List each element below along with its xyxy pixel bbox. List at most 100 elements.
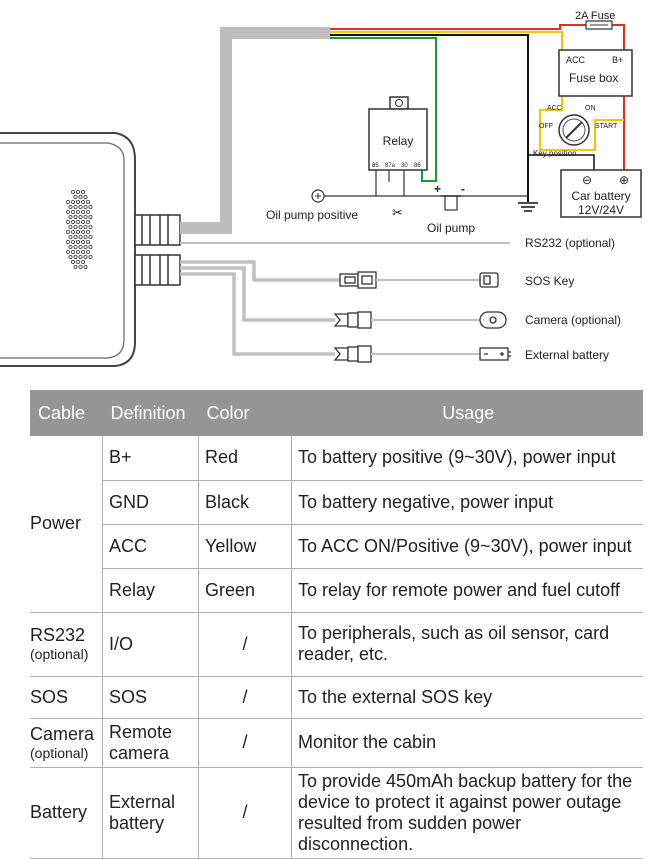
vent-hole — [75, 209, 81, 215]
red-wire-to-battery — [612, 24, 625, 170]
header-color: Color — [198, 390, 292, 436]
vent-hole — [68, 254, 73, 260]
vent-hole — [70, 209, 76, 215]
vent-hole — [73, 244, 78, 250]
table-row: ACC Yellow To ACC ON/Positive (9~30V), p… — [30, 524, 643, 569]
relay-pin-30: 30 — [401, 163, 408, 169]
vent-hole — [80, 219, 86, 225]
vent-hole — [70, 229, 76, 235]
ignition-start-label: START — [595, 123, 618, 130]
rs232-label: RS232 (optional) — [525, 236, 615, 250]
vent-hole — [83, 214, 88, 220]
key-position-label: Key position — [533, 149, 577, 158]
cable-rs232-label: RS232 — [30, 625, 86, 645]
sos-connector — [339, 271, 377, 289]
vent-hole — [88, 204, 93, 210]
vent-hole — [88, 214, 93, 220]
ignition-acc-label: ACC — [547, 105, 562, 112]
battery-plus: ⊕ — [619, 173, 629, 187]
usage-cell: To battery positive (9~30V), power input — [291, 436, 643, 481]
relay-pin-86: 86 — [414, 163, 421, 169]
camera-icon — [479, 311, 507, 329]
vent-hole — [75, 249, 81, 255]
vent-hole — [70, 239, 76, 245]
oil-pump-positive-label: Oil pump positive — [266, 208, 358, 222]
color-cell: / — [198, 767, 292, 859]
vent-hole — [83, 264, 88, 270]
vent-hole — [75, 189, 81, 195]
definition-cell: SOS — [102, 676, 199, 719]
vent-hole — [68, 234, 73, 240]
vent-hole — [80, 259, 86, 265]
vent-hole — [78, 254, 83, 260]
yellow-wire-lower — [539, 96, 624, 151]
vent-hole — [70, 189, 76, 195]
camera-wire — [180, 266, 335, 322]
vent-hole — [80, 209, 86, 215]
vent-hole — [73, 264, 78, 270]
yellow-wire — [330, 31, 563, 52]
sos-key-icon — [479, 272, 499, 288]
battery-minus: ⊖ — [582, 173, 592, 187]
green-wire — [330, 37, 437, 182]
wiring-diagram: 2A Fuse ACC B+ Fuse box ACC ON OFF START… — [0, 10, 642, 367]
oil-pump-plus: + — [434, 182, 441, 196]
color-cell: / — [198, 612, 292, 677]
relay: Relay 85 87a 30 86 — [368, 96, 428, 196]
vent-hole — [83, 204, 88, 210]
vent-hole — [78, 214, 83, 220]
fuse-label: 2A Fuse — [575, 10, 615, 22]
vent-hole — [80, 229, 86, 235]
definition-cell: Remote camera — [102, 718, 199, 768]
oil-pump-label: Oil pump — [427, 221, 475, 235]
vent-hole — [85, 219, 91, 225]
vent-hole — [88, 244, 93, 250]
vent-hole — [73, 204, 78, 210]
device-connector-lower — [134, 254, 181, 286]
vent-hole — [65, 219, 71, 225]
vent-hole — [78, 194, 83, 200]
table-row: RS232 (optional) I/O / To peripherals, s… — [30, 612, 643, 677]
cable-sos: SOS — [30, 676, 103, 719]
table-row: GND Black To battery negative, power inp… — [30, 480, 643, 525]
usage-cell: To provide 450mAh backup battery for the… — [291, 767, 643, 859]
vent-hole — [78, 224, 83, 230]
vent-hole — [78, 204, 83, 210]
vent-hole — [88, 234, 93, 240]
power-cable-bundle — [180, 27, 330, 234]
ground-symbol — [518, 202, 538, 212]
oil-pump: + - Oil pump — [427, 182, 475, 235]
oil-pump-positive-terminal — [311, 189, 325, 203]
ignition-on-label: ON — [585, 105, 596, 112]
vent-hole — [65, 249, 71, 255]
red-wire — [330, 24, 586, 30]
external-battery-label: External battery — [525, 348, 609, 362]
car-battery: ⊖ ⊕ Car battery 12V/24V — [560, 169, 642, 218]
vent-hole — [80, 239, 86, 245]
table-header-row: Cable Definition Color Usage — [30, 390, 643, 436]
vent-hole — [65, 209, 71, 215]
vent-hole — [70, 199, 76, 205]
battery-name: Car battery — [571, 189, 630, 203]
black-wire — [330, 34, 529, 202]
definition-cell: ACC — [102, 524, 199, 569]
table-row: SOS SOS / To the external SOS key — [30, 676, 643, 719]
ignition-switch: ACC ON OFF START Key position — [533, 105, 618, 158]
vent-hole — [75, 239, 81, 245]
table-row: Power B+ Red To battery positive (9~30V)… — [30, 436, 643, 613]
cable-rs232: RS232 (optional) — [30, 612, 103, 677]
relay-name: Relay — [383, 134, 414, 148]
cable-camera: Camera (optional) — [30, 718, 103, 768]
fusebox-name: Fuse box — [569, 71, 618, 85]
definition-cell: External battery — [102, 767, 199, 859]
usage-cell: To the external SOS key — [291, 676, 643, 719]
vent-hole — [75, 259, 81, 265]
relay-pin-87a: 87a — [385, 163, 396, 169]
cable-camera-sub: (optional) — [30, 744, 89, 761]
vent-hole — [88, 224, 93, 230]
vent-hole — [85, 209, 91, 215]
black-wire-battery — [528, 154, 595, 170]
vent-hole — [83, 234, 88, 240]
vent-hole — [85, 229, 91, 235]
vent-hole — [78, 264, 83, 270]
